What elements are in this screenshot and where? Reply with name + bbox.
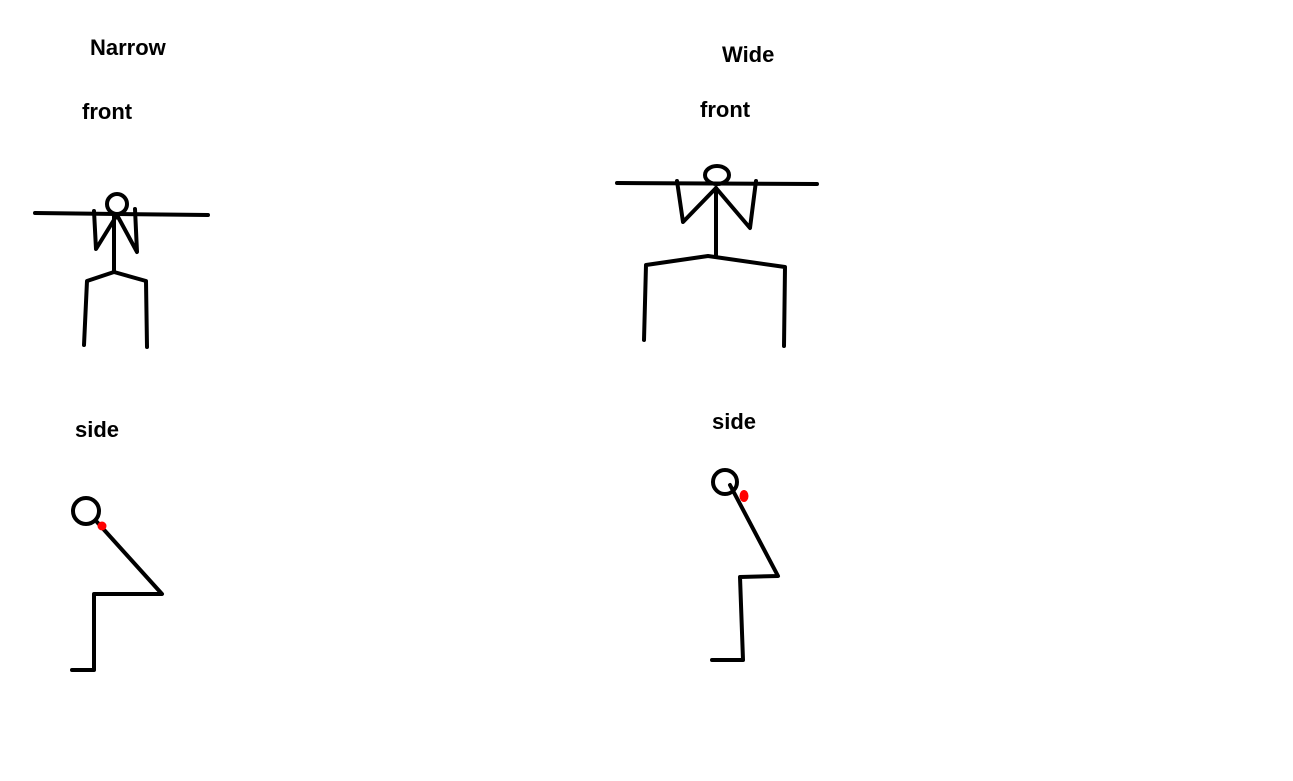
narrow-title: Narrow xyxy=(90,35,167,60)
red-marker-dot xyxy=(739,490,749,502)
legs xyxy=(82,270,149,349)
body xyxy=(710,483,780,662)
red-marker-dot xyxy=(97,521,107,531)
head xyxy=(71,496,101,526)
narrow-front-label: front xyxy=(82,99,133,124)
wide-title: Wide xyxy=(722,42,774,67)
narrow-front-figure xyxy=(33,192,210,349)
wide-front-figure xyxy=(615,164,819,348)
wide-side-label: side xyxy=(712,409,756,434)
wide-front-label: front xyxy=(700,97,751,122)
narrow-side-label: side xyxy=(75,417,119,442)
legs xyxy=(642,254,787,348)
head xyxy=(105,192,129,216)
wide-side-figure xyxy=(710,468,780,662)
arms xyxy=(92,207,139,254)
body xyxy=(70,520,164,672)
head xyxy=(703,164,731,186)
narrow-side-figure xyxy=(70,496,164,672)
head xyxy=(711,468,739,496)
